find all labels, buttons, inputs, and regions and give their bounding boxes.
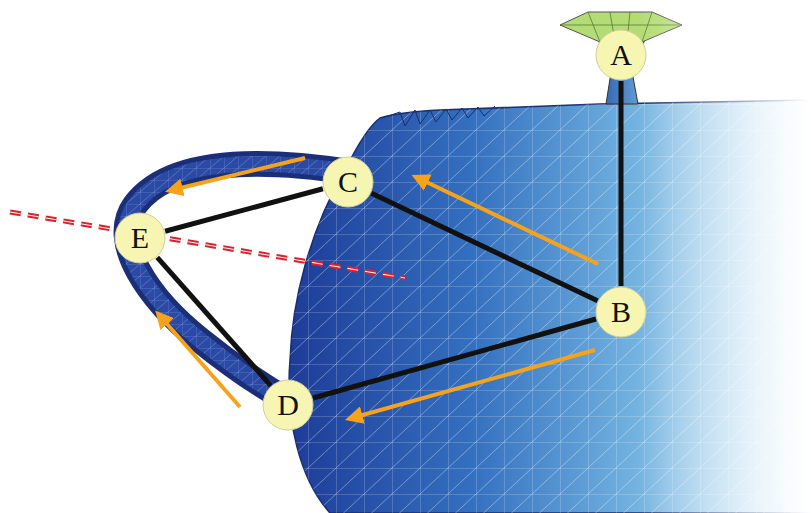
node-letter: C	[338, 167, 358, 197]
node-circle: E	[114, 212, 166, 264]
teapot-lid-rim	[382, 106, 495, 126]
graph-edge	[619, 81, 624, 286]
circle-fill	[323, 157, 373, 207]
graph-edge	[313, 319, 596, 398]
node-letter: E	[131, 223, 149, 253]
node-circle: A	[595, 29, 647, 81]
circle-fill	[596, 30, 646, 80]
fade-overlay	[640, 0, 811, 513]
node-circle: B	[595, 286, 647, 338]
node-letter: A	[610, 40, 632, 70]
direction-arrow	[352, 350, 595, 418]
node-letter: D	[277, 390, 299, 420]
node-circle: D	[262, 379, 314, 431]
circle-fill	[115, 213, 165, 263]
graph-edge	[157, 257, 271, 385]
node-circle: C	[322, 156, 374, 208]
direction-arrow	[172, 158, 305, 190]
direction-arrow	[418, 178, 598, 264]
circle-fill	[596, 287, 646, 337]
circle-fill	[263, 380, 313, 430]
node-letter: B	[611, 297, 631, 327]
graph-edge	[165, 189, 323, 231]
graph-edge	[371, 193, 597, 301]
direction-arrow	[160, 316, 240, 407]
